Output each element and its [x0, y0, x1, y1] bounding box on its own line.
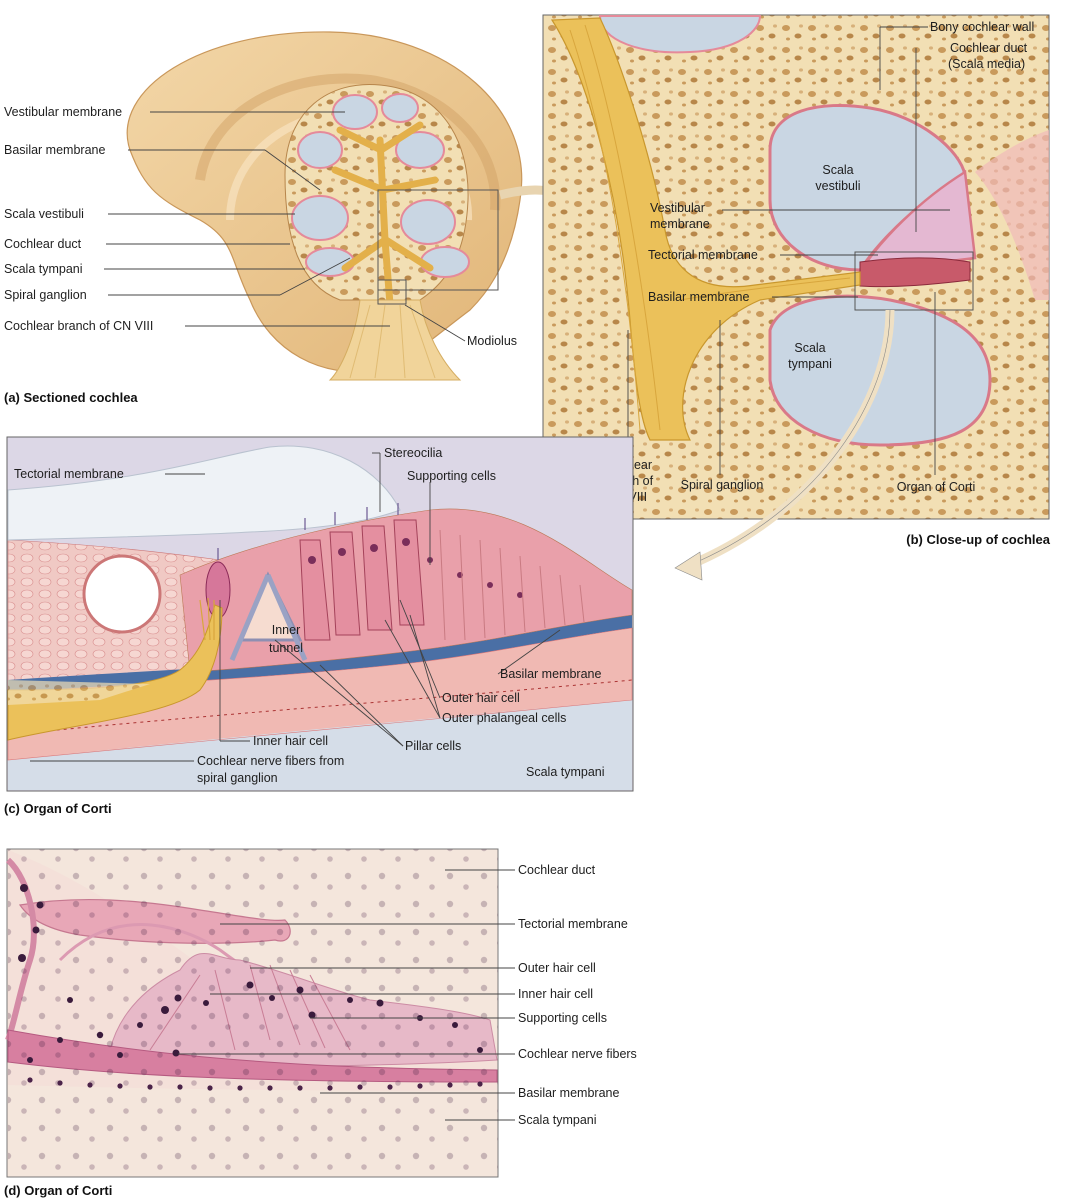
panel-d-leaders: [178, 869, 515, 1121]
label-tectorial-membrane-d: Tectorial membrane: [518, 917, 628, 931]
label-inner-tunnel-1: Inner: [272, 623, 301, 637]
label-scala-tympani-c: Scala tympani: [526, 765, 605, 779]
label-vestibular-membrane-b-1: Vestibular: [650, 201, 705, 215]
caption-panel-b: (b) Close-up of cochlea: [906, 532, 1051, 547]
panel-b-illustration: [542, 14, 1050, 581]
caption-panel-a: (a) Sectioned cochlea: [4, 390, 138, 405]
label-pillar-cells: Pillar cells: [405, 739, 461, 753]
label-scala-tympani-b-1: Scala: [794, 341, 825, 355]
label-basilar-membrane-c: Basilar membrane: [500, 667, 601, 681]
label-tectorial-membrane-c: Tectorial membrane: [14, 467, 124, 481]
label-supporting-cells-c: Supporting cells: [407, 469, 496, 483]
label-cochlear-branch: Cochlear branch of CN VIII: [4, 319, 153, 333]
label-cochlear-duct-b: Cochlear duct: [950, 41, 1028, 55]
label-spiral-ganglion-b: Spiral ganglion: [681, 478, 764, 492]
label-bony-cochlear-wall: Bony cochlear wall: [930, 20, 1034, 34]
panel-c-leaders: [30, 452, 561, 762]
label-scala-tympani-d: Scala tympani: [518, 1113, 597, 1127]
label-cochlear-duct: Cochlear duct: [4, 237, 82, 251]
label-outer-hair-cell-c: Outer hair cell: [442, 691, 520, 705]
label-inner-tunnel-2: tunnel: [269, 641, 303, 655]
label-supporting-cells-d: Supporting cells: [518, 1011, 607, 1025]
label-outer-phalangeal-cells: Outer phalangeal cells: [442, 711, 566, 725]
panel-a-illustration: [126, 31, 590, 381]
label-vestibular-membrane-b-2: membrane: [650, 217, 710, 231]
label-inner-hair-cell-c: Inner hair cell: [253, 734, 328, 748]
panel-d-illustration: [5, 848, 499, 1178]
label-cochlear-nerve-fibers-d: Cochlear nerve fibers: [518, 1047, 637, 1061]
label-basilar-membrane-d: Basilar membrane: [518, 1086, 619, 1100]
label-modiolus: Modiolus: [467, 334, 517, 348]
label-stereocilia: Stereocilia: [384, 446, 442, 460]
panel-b-leaders: [627, 26, 950, 475]
label-scala-tympani: Scala tympani: [4, 262, 83, 276]
label-scala-tympani-b-2: tympani: [788, 357, 832, 371]
panel-a-labels: Vestibular membrane Basilar membrane Sca…: [4, 105, 517, 405]
caption-panel-d: (d) Organ of Corti: [4, 1183, 112, 1198]
caption-panel-c: (c) Organ of Corti: [4, 801, 112, 816]
label-tectorial-membrane-b: Tectorial membrane: [648, 248, 758, 262]
label-scala-vestibuli-b-2: vestibuli: [815, 179, 860, 193]
label-scala-media: (Scala media): [948, 57, 1025, 71]
label-organ-of-corti-b: Organ of Corti: [897, 480, 976, 494]
panel-d-labels: Cochlear duct Tectorial membrane Outer h…: [4, 863, 637, 1198]
label-scala-vestibuli-b-1: Scala: [822, 163, 853, 177]
label-basilar-membrane-b: Basilar membrane: [648, 290, 749, 304]
label-scala-vestibuli: Scala vestibuli: [4, 207, 84, 221]
label-outer-hair-cell-d: Outer hair cell: [518, 961, 596, 975]
label-vestibular-membrane: Vestibular membrane: [4, 105, 122, 119]
panel-a-leaders: [104, 111, 466, 342]
label-cochlear-duct-d: Cochlear duct: [518, 863, 596, 877]
label-basilar-membrane: Basilar membrane: [4, 143, 105, 157]
label-nerve-fibers-c-2: spiral ganglion: [197, 771, 278, 785]
label-spiral-ganglion: Spiral ganglion: [4, 288, 87, 302]
label-inner-hair-cell-d: Inner hair cell: [518, 987, 593, 1001]
label-nerve-fibers-c-1: Cochlear nerve fibers from: [197, 754, 344, 768]
panel-c-labels: Tectorial membrane Stereocilia Supportin…: [4, 446, 605, 816]
panel-c-illustration: [6, 436, 634, 792]
